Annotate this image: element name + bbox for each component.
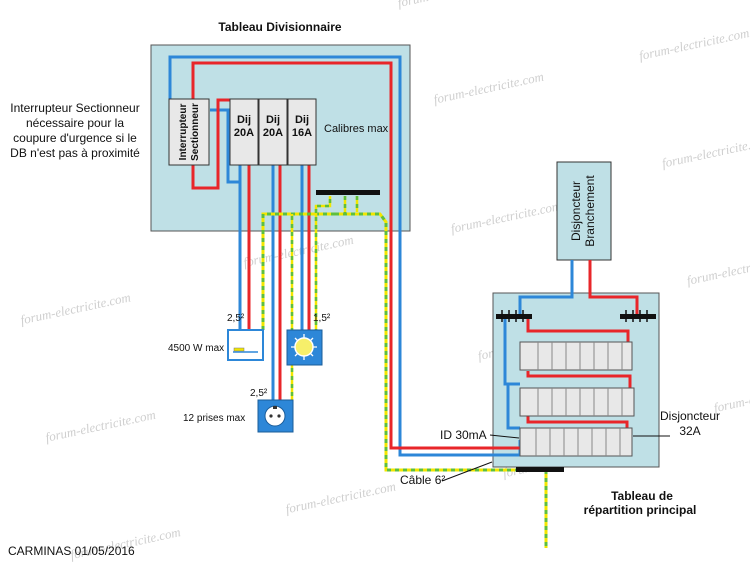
watermark: forum-electricite.com — [660, 133, 750, 171]
breaker-2: Dij 20A — [258, 98, 288, 166]
sub-panel-title: Tableau Divisionnaire — [218, 20, 341, 34]
calibres-note: Calibres max — [324, 123, 389, 135]
main-breaker-label-line2: 32A — [679, 424, 700, 438]
breaker-2-label-line2: 20A — [263, 127, 283, 139]
breaker-1: Dij 20A — [229, 98, 259, 166]
rcd-label: ID 30mA — [440, 428, 487, 442]
heater-icon — [227, 329, 264, 361]
supply-breaker-label: Disjoncteur Branchement — [569, 175, 597, 247]
heater-power-label: 4500 W max — [168, 343, 224, 354]
isolator-note-line2: nécessaire pour la — [26, 116, 124, 130]
main-breaker-label-line1: Disjoncteur — [660, 409, 720, 423]
isolator-switch — [168, 98, 210, 166]
earth-bar-sub — [316, 190, 380, 195]
watermark: forum-electricite.com — [19, 289, 132, 327]
phase-busbar — [620, 314, 656, 319]
watermark: forum-electricite.com — [396, 0, 509, 10]
main-panel-title-line1: Tableau de — [611, 489, 673, 503]
watermark: forum-electricite.com — [685, 250, 750, 288]
watermark: forum-electricite.com — [284, 478, 397, 516]
supply-breaker-label-line2: Branchement — [583, 175, 597, 247]
sockets-cable-section: 2,5² — [250, 388, 268, 399]
earth-bar-main — [516, 467, 564, 472]
isolator-note-line4: DB n'est pas à proximité — [10, 146, 140, 160]
socket-icon — [257, 399, 294, 433]
module-row-3 — [519, 427, 633, 457]
watermark: forum-electricite.com — [432, 69, 545, 107]
isolator-note-line1: Interrupteur Sectionneur — [10, 101, 139, 115]
heater-cable-section: 2,5² — [227, 313, 245, 324]
isolator-note-line3: coupure d'urgence si le — [13, 131, 137, 145]
isolator-label-line2: Sectionneur — [190, 103, 201, 161]
rcd-pointer — [489, 434, 520, 439]
busbar-screws — [501, 310, 648, 322]
sockets-count-label: 12 prises max — [183, 413, 245, 424]
lighting-cable-section: 1,5² — [313, 313, 331, 324]
watermark: forum-electricite.com — [449, 198, 562, 236]
isolator-label: Interrupteur Sectionneur — [178, 103, 201, 161]
breaker-2-label-line1: Dij — [266, 114, 280, 126]
breaker-3-label-line2: 16A — [292, 127, 312, 139]
earth-wires — [261, 196, 548, 548]
breaker-3: Dij 16A — [287, 98, 317, 166]
breaker-1-label-line1: Dij — [237, 114, 251, 126]
credit-text: CARMINAS 01/05/2016 — [8, 544, 135, 558]
cable-label: Câble 6² — [400, 473, 445, 487]
watermark: forum-electricite.com — [44, 407, 157, 445]
cable-pointer — [441, 461, 493, 482]
lighting-icon — [286, 329, 323, 366]
main-panel-title-line2: répartition principal — [584, 503, 697, 517]
watermark: forum-electricite.com — [242, 232, 355, 270]
breaker-3-label-line1: Dij — [295, 114, 309, 126]
module-row-1 — [519, 341, 633, 371]
neutral-busbar — [496, 314, 532, 319]
watermark: forum-electricite.com — [638, 25, 750, 63]
supply-breaker — [556, 161, 612, 261]
module-row-2 — [519, 387, 635, 417]
supply-breaker-label-line1: Disjoncteur — [569, 181, 583, 241]
isolator-label-line1: Interrupteur — [178, 104, 189, 161]
breaker-1-label-line2: 20A — [234, 127, 254, 139]
